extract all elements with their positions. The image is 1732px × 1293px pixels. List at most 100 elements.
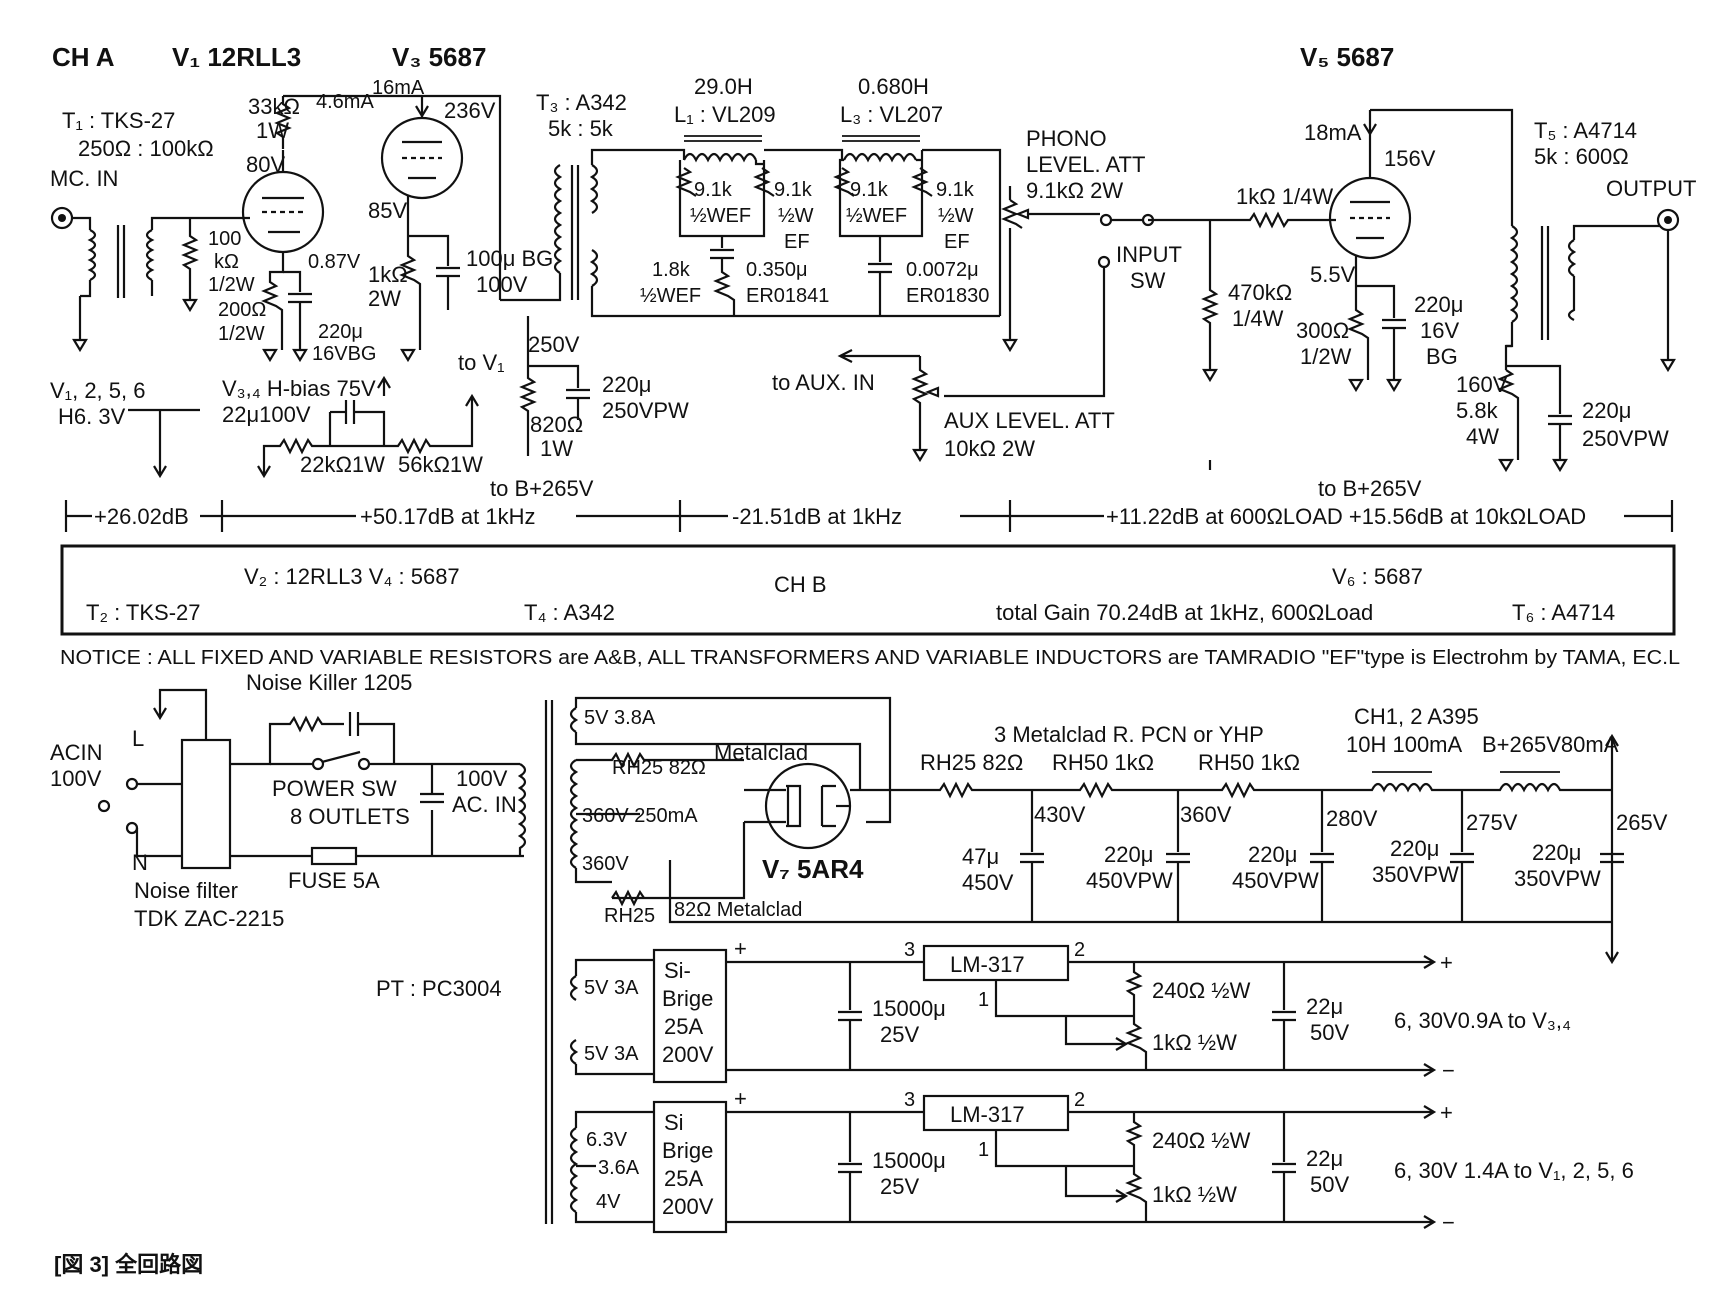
c220-250b-label-1: 220μ	[1582, 398, 1631, 423]
gain-seg4: +11.22dB at 600ΩLOAD +15.56dB at 10kΩLOA…	[1106, 504, 1586, 529]
power-sw-label: POWER SW	[272, 776, 397, 801]
bridge2-plus: +	[734, 1086, 747, 1111]
c00072-capacitor-icon	[868, 236, 892, 316]
r1k2w-ground	[400, 348, 416, 363]
r470k-resistor-icon	[1201, 220, 1219, 370]
bridge2-box	[652, 1100, 728, 1234]
lm317-2-pin1: 1	[978, 1139, 989, 1161]
c0350-label-2: ER01841	[746, 285, 829, 307]
noise-killer-capacitor-icon	[348, 712, 396, 764]
hbias-label-2: 22μ100V	[222, 402, 311, 427]
ac-in-label-2: AC. IN	[452, 792, 517, 817]
pt-primary-coil	[517, 763, 527, 856]
c22-2-capacitor-icon	[1272, 1112, 1296, 1222]
r300-ground	[1348, 378, 1364, 393]
r58k-label-2: 4W	[1466, 424, 1499, 449]
noise-filter-label-1: Noise filter	[134, 878, 238, 903]
aux-att-wire	[944, 268, 1106, 398]
l3-label-1: 0.680H	[858, 74, 929, 99]
to-aux-label: to AUX. IN	[772, 370, 875, 395]
line-n-label: N	[132, 850, 148, 875]
r1k-1-label: 1kΩ ½W	[1152, 1030, 1237, 1055]
v3-current-arrow-icon	[415, 105, 429, 119]
c220-16-wire	[283, 270, 302, 292]
r18k-label-1: 1.8k	[652, 259, 691, 281]
rh25-82-b-label: RH25 82Ω	[920, 750, 1023, 775]
phono-att-ground	[1002, 338, 1018, 353]
phono-label-1: PHONO	[1026, 126, 1107, 151]
filter-capacitors	[668, 790, 1624, 924]
metalclad-r-label: 3 Metalclad R. PCN or YHP	[994, 722, 1264, 747]
acin-label-2: 100V	[50, 766, 102, 791]
r1k2w-label-1: 1kΩ	[368, 262, 408, 287]
v55-label: 5.5V	[1310, 262, 1356, 287]
v7-plate-wire	[670, 822, 746, 900]
c22-2-label-1: 22μ	[1306, 1146, 1343, 1171]
noise-killer-resistor-icon	[230, 715, 344, 766]
c47-label-2: 450V	[962, 870, 1014, 895]
att-top-wire	[922, 148, 1002, 316]
noise-filter-label-2: TDK ZAC-2215	[134, 906, 284, 931]
reg1-rails	[726, 960, 1434, 1072]
input-sw-label-2: SW	[1130, 268, 1166, 293]
r91b-label-3: EF	[784, 231, 810, 253]
c220-16bg-wire	[1356, 284, 1396, 318]
bridge1-label-4: 200V	[662, 1042, 714, 1067]
to-v1-label: to V₁	[458, 350, 505, 375]
lm317-2-label: LM-317	[950, 1102, 1025, 1127]
output-jack-center	[1664, 216, 1672, 224]
ch12-label-2: 10H 100mA	[1346, 732, 1463, 757]
t3-label-1: T₃ : A342	[536, 90, 627, 115]
v3-tube	[380, 96, 464, 200]
c220-250-label-1: 220μ	[602, 372, 651, 397]
r470k-ground	[1202, 368, 1218, 383]
input-sw-contact-a	[1099, 213, 1113, 227]
aux-att-label-2: 10kΩ 2W	[944, 436, 1035, 461]
ac-line-wires	[135, 782, 182, 858]
v087-label: 0.87V	[308, 251, 361, 273]
c100bg-label-2: 100V	[476, 272, 528, 297]
i18-label: 18mA	[1304, 120, 1362, 145]
r91d-label-1: 9.1k	[936, 179, 975, 201]
w36a-label: 3.6A	[598, 1157, 640, 1179]
ac-bus-wires	[356, 762, 524, 858]
r91d-label-3: EF	[944, 231, 970, 253]
c100bg-label-1: 100μ BG	[466, 246, 553, 271]
hbias-capacitor-icon	[328, 400, 386, 446]
r1k14-label: 1kΩ 1/4W	[1236, 184, 1333, 209]
aux-att-ground	[912, 448, 928, 463]
r200-ground	[262, 348, 278, 363]
i46-label: 4.6mA	[316, 91, 374, 113]
pt-secondary-lv1	[569, 958, 654, 1076]
w360-250-label: 360V 250mA	[582, 805, 698, 827]
r58k-label-1: 5.8k	[1456, 398, 1499, 423]
to-b-left-label: to B+265V	[490, 476, 594, 501]
out1-label: 6, 30V0.9A to V₃,₄	[1394, 1008, 1571, 1033]
r91d-resistor-icon	[911, 167, 933, 197]
heater-arrow-icon	[128, 408, 200, 479]
c220-250-capacitor-icon	[566, 388, 590, 420]
bias-divider-resistors	[262, 396, 474, 476]
acin-terminal-icon	[97, 799, 111, 813]
c220-16-label-2: 16VBG	[312, 343, 376, 365]
t1-label-1: T₁ : TKS-27	[62, 108, 175, 133]
reg1-resistor-pair-icon	[1125, 962, 1148, 1070]
c220-16bg-label-1: 220μ	[1414, 292, 1463, 317]
r820-label-2: 1W	[540, 436, 573, 461]
w5v3a-2-label: 5V 3A	[584, 1043, 639, 1065]
c00072-label-1: 0.0072μ	[906, 259, 979, 281]
reg1-out-arrows	[1423, 955, 1437, 1077]
ch-b-v2v4: V₂ : 12RLL3 V₄ : 5687	[244, 564, 460, 589]
c22-2-label-2: 50V	[1310, 1172, 1349, 1197]
r300-label-2: 1/2W	[1300, 344, 1352, 369]
c220-250-wire	[528, 364, 580, 388]
v250-label: 250V	[528, 332, 580, 357]
v5-label: V₅ 5687	[1300, 42, 1394, 72]
bridge2-label-4: 200V	[662, 1194, 714, 1219]
r200-label-1: 200Ω	[218, 299, 266, 321]
r240-1-label: 240Ω ½W	[1152, 978, 1251, 1003]
noise-filter-box	[180, 738, 232, 870]
c22-1-label-1: 22μ	[1306, 994, 1343, 1019]
bridge2-label-1: Si	[664, 1110, 684, 1135]
b-plus-up-arrow-icon	[1605, 733, 1619, 790]
